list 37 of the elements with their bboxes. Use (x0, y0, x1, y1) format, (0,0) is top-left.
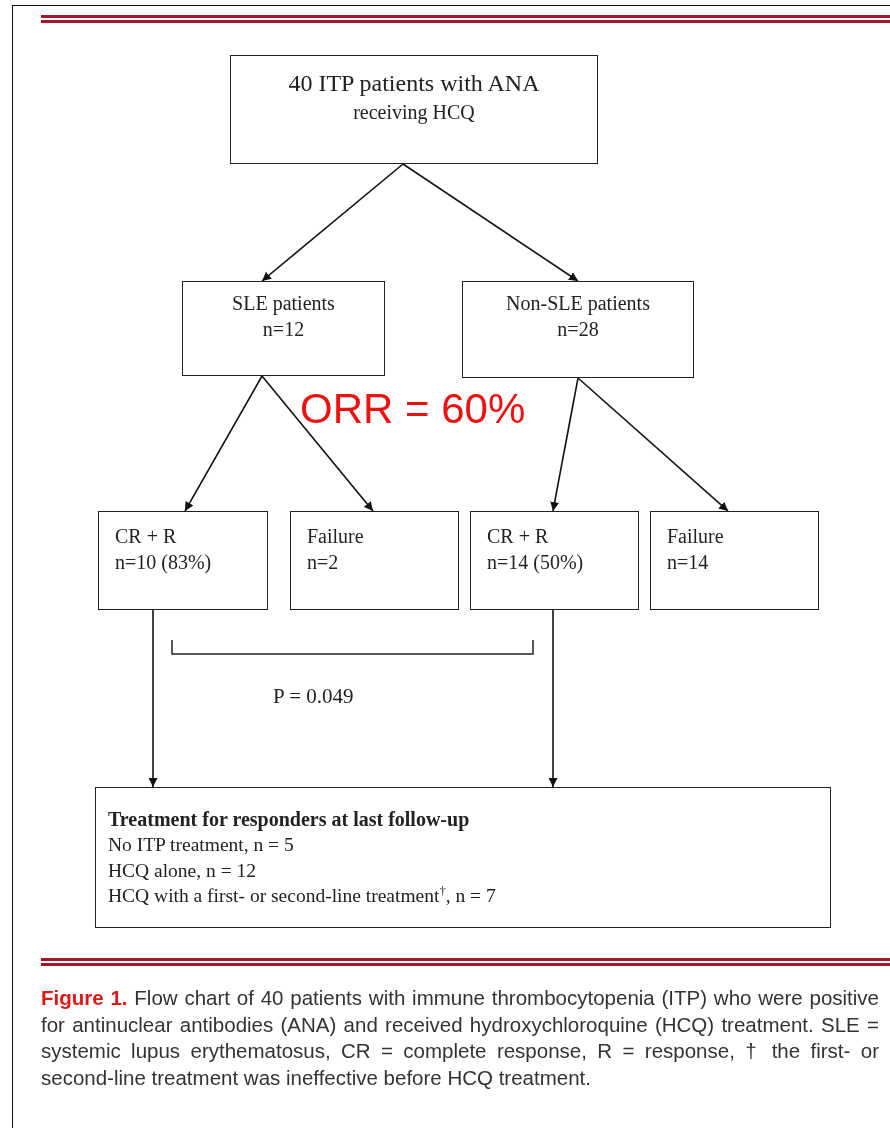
box-heading: Treatment for responders at last follow-up (108, 807, 470, 833)
process-box (650, 511, 819, 610)
process-box (182, 281, 385, 376)
box-text: n=14 (50%) (487, 549, 584, 575)
process-box (95, 787, 831, 928)
box-text: HCQ with a first- or second-line treatment$^{†}$, n = 7 (108, 883, 496, 909)
box-heading: CR + R (115, 523, 177, 549)
box-text: n=28 (557, 317, 599, 342)
box-text: n=2 (307, 549, 339, 575)
process-box (230, 55, 598, 164)
arrow (184, 375, 263, 512)
arrow (261, 375, 374, 512)
box-heading: CR + R (487, 523, 549, 549)
arrow (577, 377, 729, 512)
process-box (290, 511, 459, 610)
process-box (462, 281, 694, 378)
arrow (148, 609, 158, 788)
box-text: HCQ alone, n = 12 (108, 858, 257, 883)
arrow (261, 163, 404, 282)
box-heading: SLE patients (232, 291, 335, 316)
annotation-text: ORR = 60% (300, 388, 526, 430)
box-text: n=10 (83%) (115, 549, 212, 575)
box-text: receiving HCQ (353, 100, 475, 126)
box-text: n=12 (262, 317, 305, 342)
box-heading: Failure (307, 523, 364, 549)
box-text: n=14 (667, 549, 709, 575)
box-heading: 40 ITP patients with ANA (288, 69, 540, 98)
box-heading: Non-SLE patients (506, 291, 650, 316)
arrow (402, 163, 579, 282)
arrow (550, 377, 579, 512)
p-value-label: P = 0.049 (273, 684, 354, 709)
figure-caption: Figure 1. Flow chart of 40 patients with immune thrombocytopenia (ITP) who were positive for antinuclear antibodies (ANA) and received hydroxychloroquine (HCQ) treatment. SLE = systemic lupus erythematosus, CR = complete response, R = response, † the first- or second-line treatment was ineffective before HCQ treatment. (41, 985, 879, 1091)
box-heading: Failure (667, 523, 724, 549)
process-box (470, 511, 639, 610)
box-text: No ITP treatment, n = 5 (108, 833, 294, 858)
process-box (98, 511, 268, 610)
arrow (548, 609, 558, 788)
